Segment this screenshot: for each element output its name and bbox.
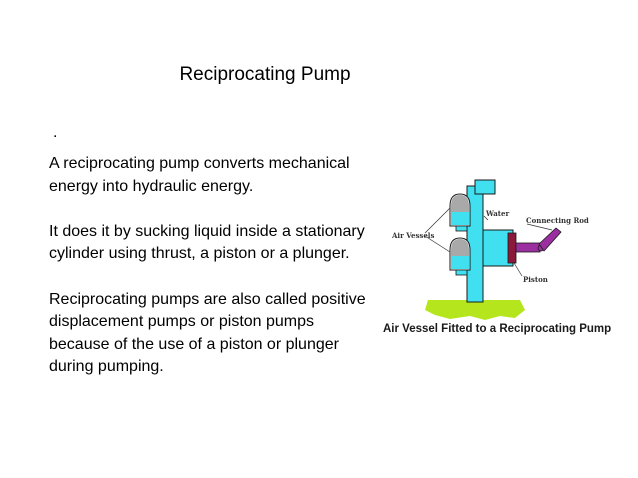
label-piston: Piston — [523, 275, 548, 284]
label-water: Water — [485, 209, 509, 218]
air-vessel-upper-air — [451, 195, 469, 212]
figure-caption: Air Vessel Fitted to a Reciprocating Pum… — [383, 323, 612, 335]
leader-connecting-rod — [526, 223, 553, 231]
paragraph-alias: Reciprocating pumps are also called posi… — [49, 290, 366, 376]
air-vessel-lower-air — [451, 239, 469, 256]
leader-piston — [513, 262, 523, 277]
slide-body: A reciprocating pump converts mechanical… — [49, 153, 369, 379]
piston-rod — [515, 242, 541, 253]
pump-diagram: Air Vessels Water Connecting Rod Piston — [380, 178, 610, 348]
outlet-pipe — [474, 179, 496, 195]
bullet-dot: . — [53, 124, 58, 141]
slide-title: Reciprocating Pump — [179, 64, 351, 85]
pump-diagram-svg: Air Vessels Water Connecting Rod Piston — [391, 179, 589, 320]
leader-water — [483, 215, 489, 221]
connecting-rod — [538, 227, 562, 252]
label-connecting-rod: Connecting Rod — [526, 216, 589, 225]
air-vessel-upper-water — [451, 212, 469, 225]
paragraph-definition: A reciprocating pump converts mechanical… — [49, 155, 350, 195]
air-vessel-lower-water — [451, 256, 469, 269]
piston — [507, 232, 517, 264]
leader-air-vessels-2 — [424, 235, 451, 253]
label-air-vessels: Air Vessels — [391, 231, 434, 240]
air-vessel-lower-link — [455, 269, 468, 276]
paragraph-mechanism: It does it by sucking liquid inside a st… — [49, 222, 365, 263]
ground-shape — [425, 300, 525, 320]
leader-air-vessels-1 — [424, 207, 451, 234]
air-vessel-upper-link — [455, 225, 468, 232]
